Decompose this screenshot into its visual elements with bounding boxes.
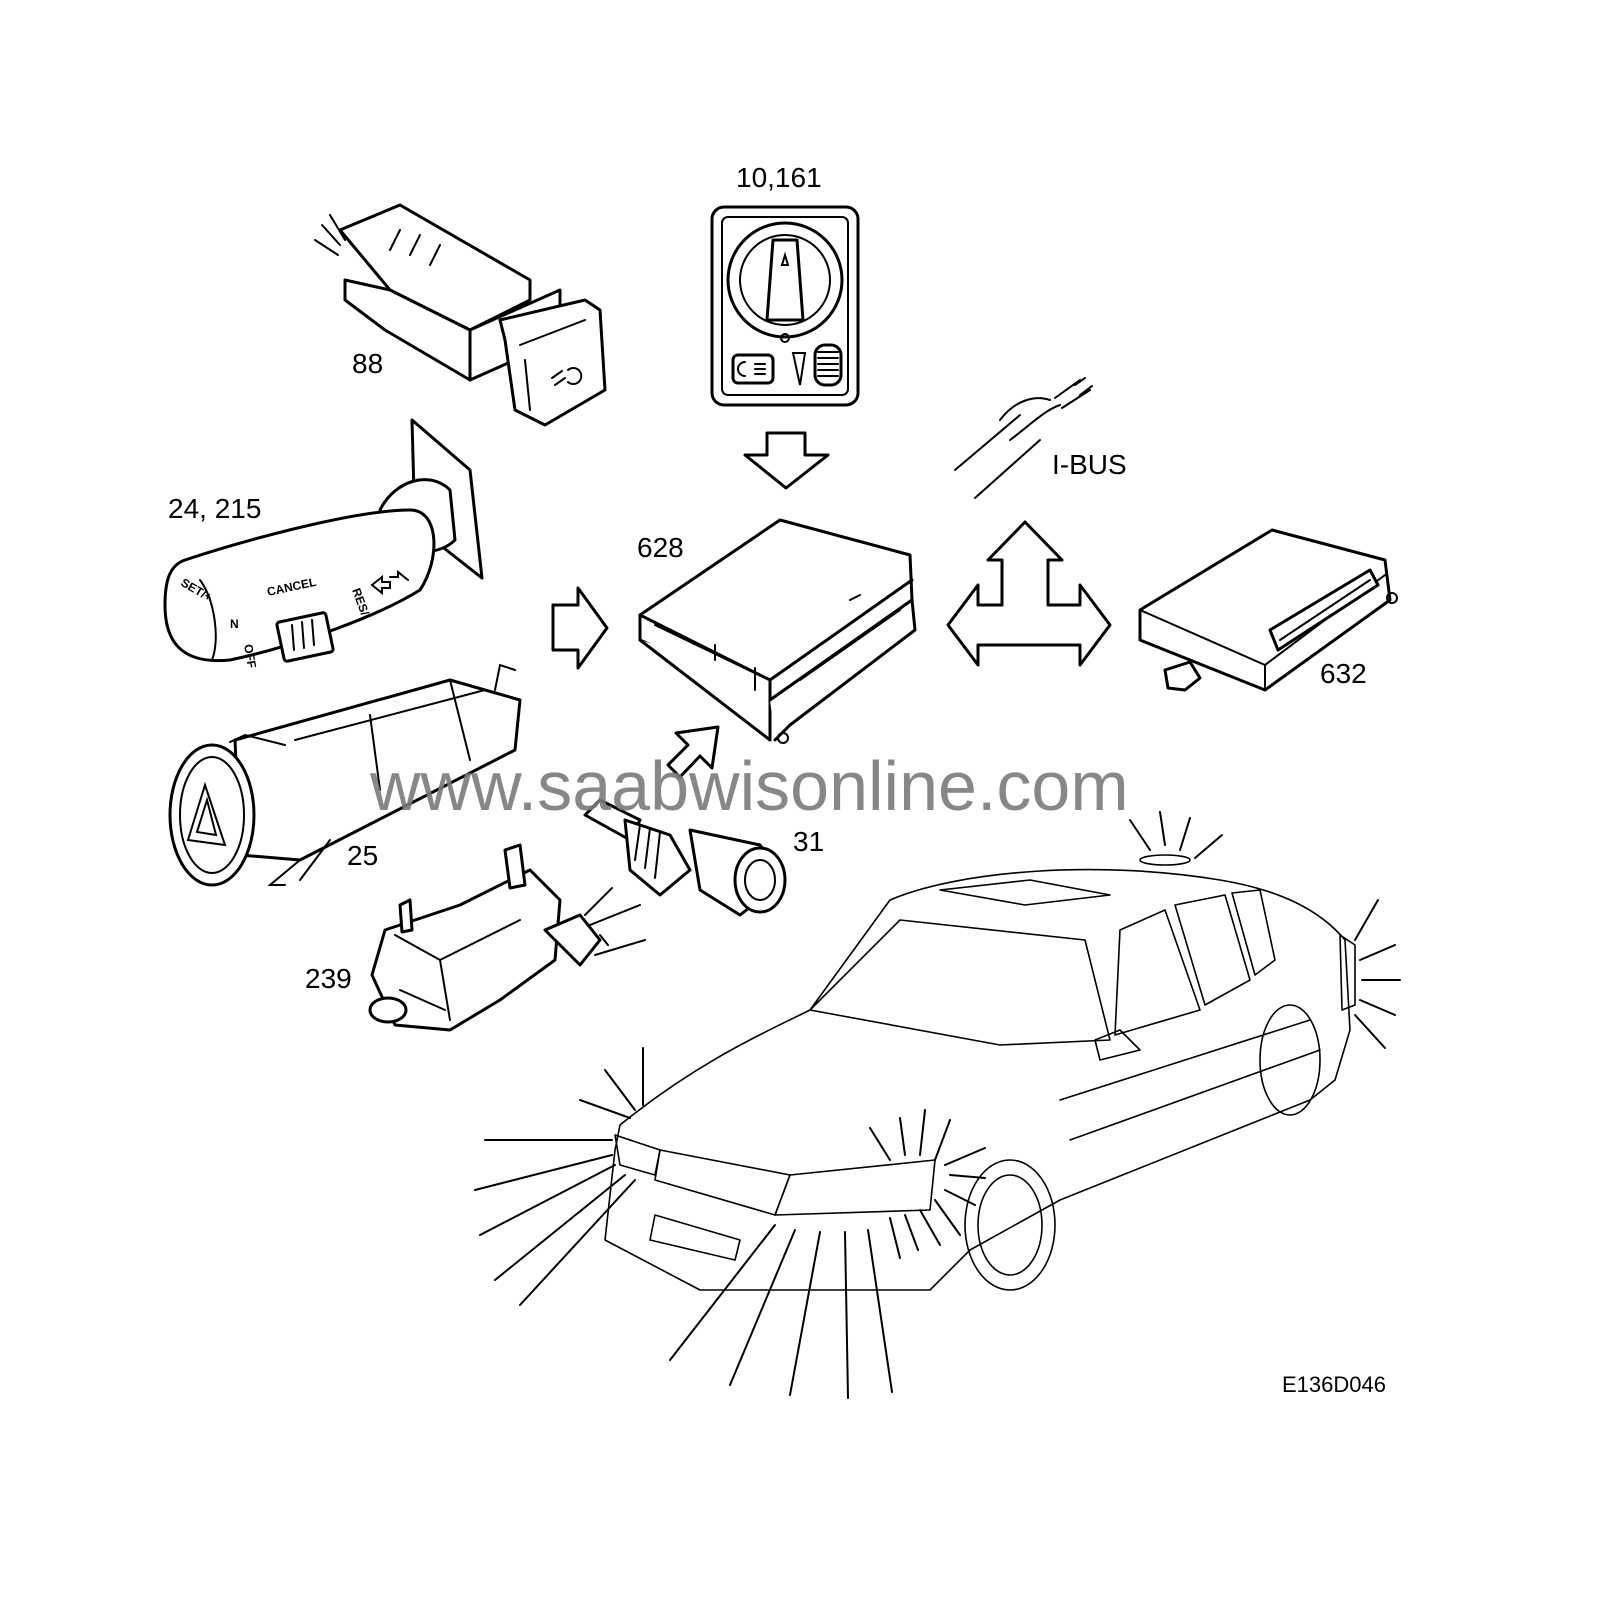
car-illustration <box>604 854 1356 1291</box>
stalk-on-label: N <box>230 617 239 631</box>
arrow-up-right <box>666 725 720 779</box>
figure-code: E136D046 <box>1282 1372 1386 1397</box>
hazard-switch <box>168 663 522 887</box>
cruise-control-stalk: CANCEL SET/+ RES/- N OFF <box>163 418 484 669</box>
light-switch-panel <box>710 205 860 407</box>
bidirectional-arrow <box>946 520 1112 667</box>
arrow-down <box>743 431 830 490</box>
label-239: 239 <box>305 963 352 994</box>
stalk-off-label: OFF <box>241 643 259 669</box>
sensor-31 <box>583 798 787 917</box>
control-unit-628 <box>638 518 917 744</box>
module-632 <box>1138 528 1398 692</box>
watermark: www.saabwisonline.com <box>369 747 1129 825</box>
label-24-215: 24, 215 <box>168 493 261 524</box>
light-rays <box>474 811 1401 1399</box>
label-10-161: 10,161 <box>736 162 822 193</box>
wiper-motor <box>368 843 646 1032</box>
label-88: 88 <box>352 348 383 379</box>
label-25: 25 <box>347 840 378 871</box>
ibus-cable-icon <box>954 377 1093 499</box>
label-31: 31 <box>793 826 824 857</box>
label-632: 632 <box>1320 658 1367 689</box>
arrow-right <box>551 586 609 670</box>
label-ibus: I-BUS <box>1052 449 1127 480</box>
fog-light-switch <box>314 203 607 427</box>
label-628: 628 <box>637 532 684 563</box>
